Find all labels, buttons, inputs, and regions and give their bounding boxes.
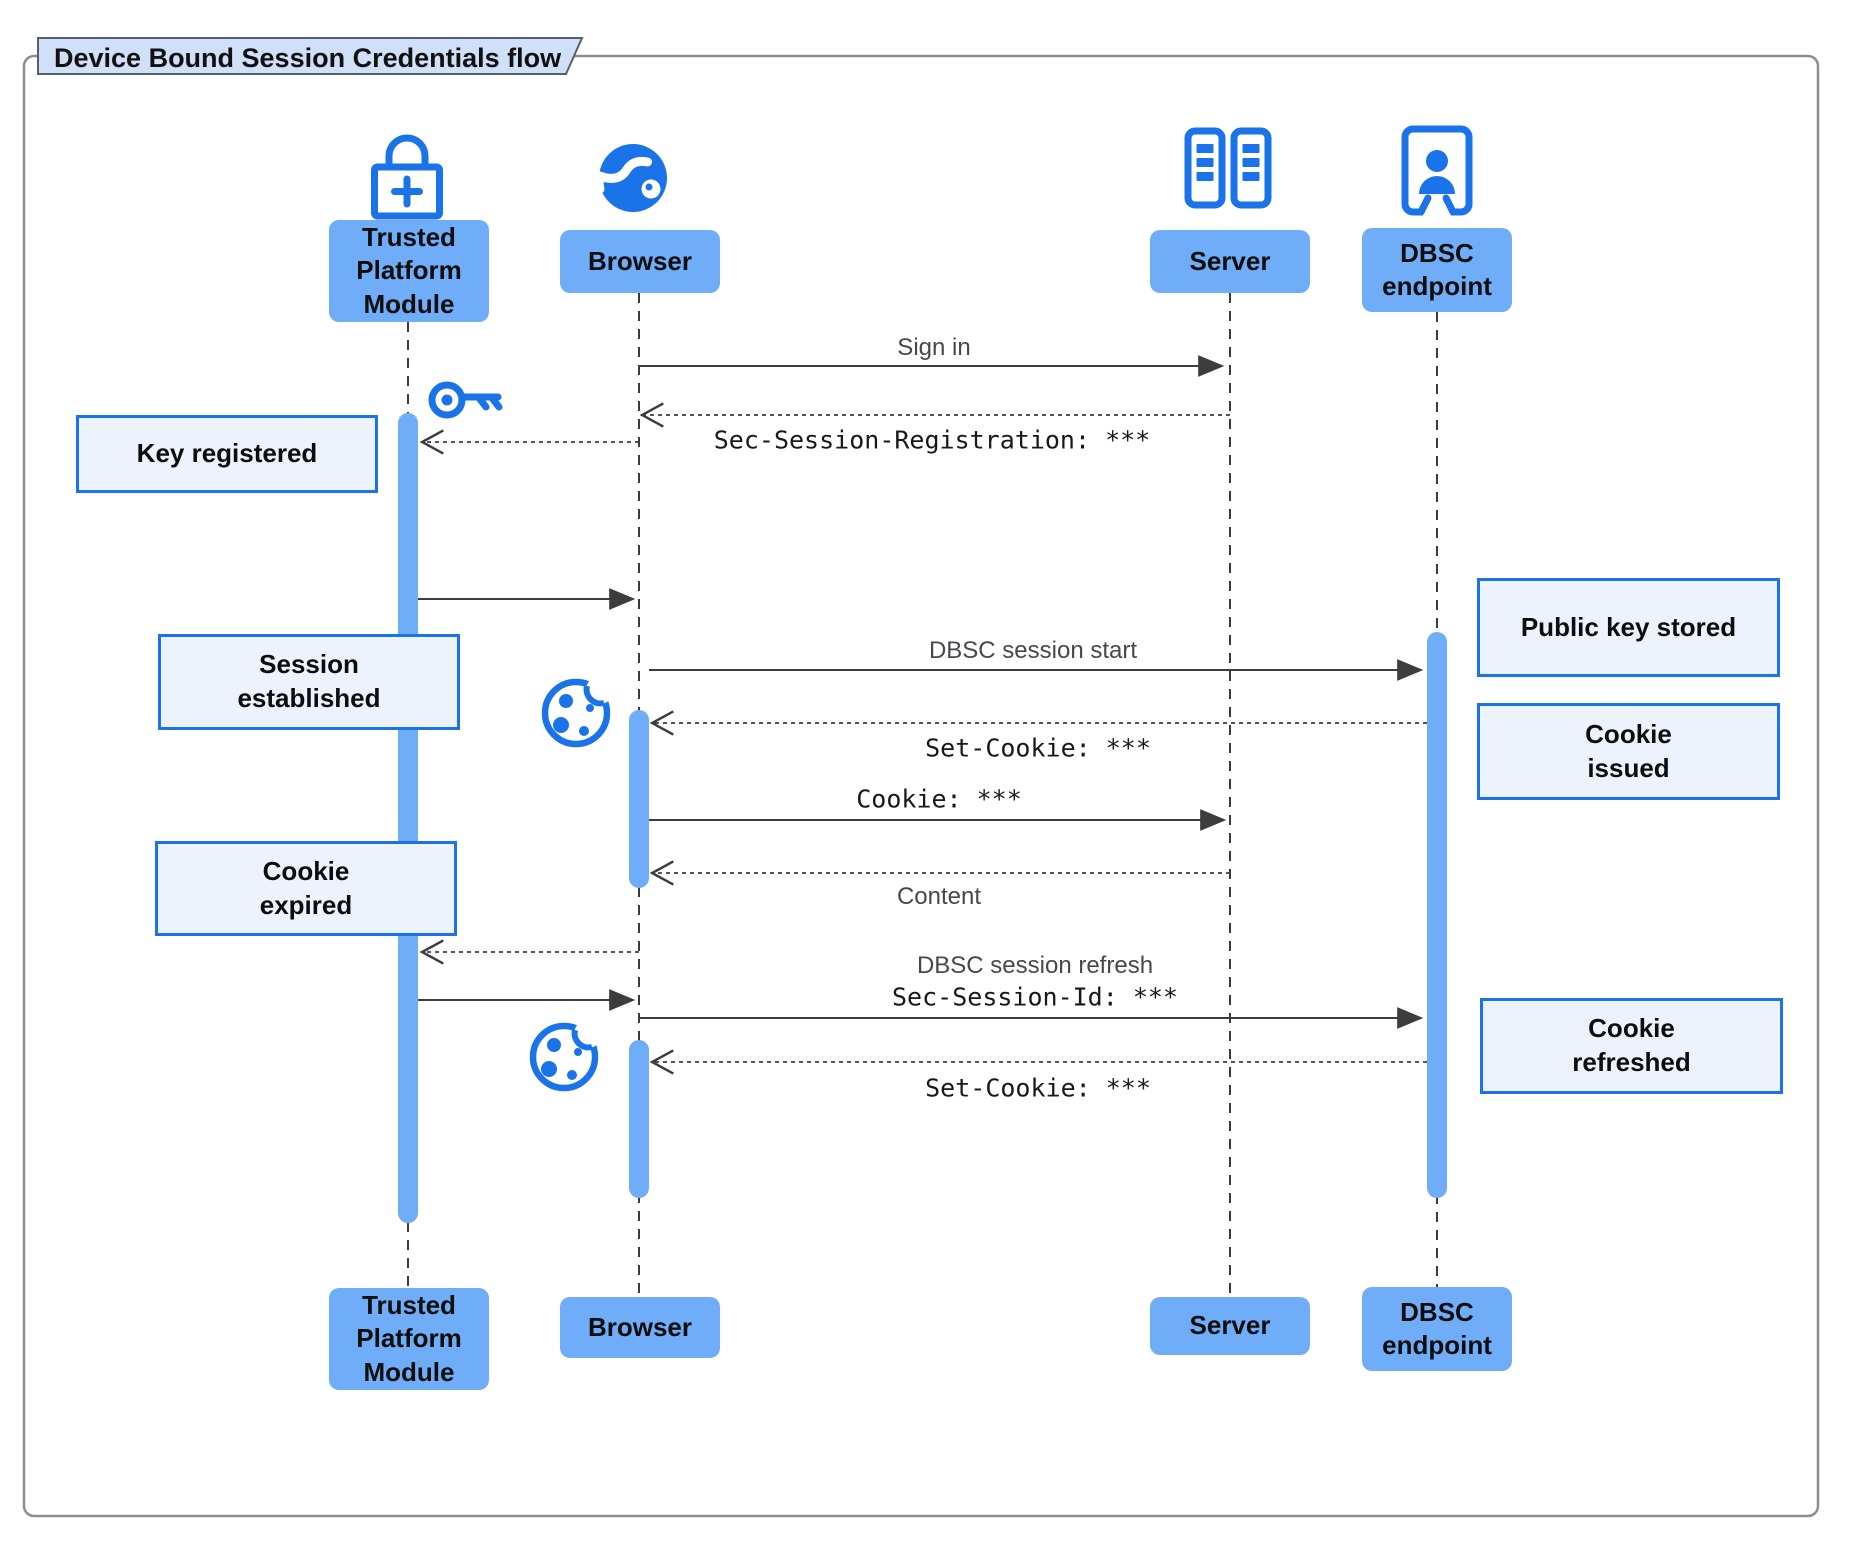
activation-bar-browser-1 [629,710,649,888]
message-sec-session-id: Sec-Session-Id: *** [892,982,1178,1012]
message-dbsc-session-refresh: DBSC session refresh [916,952,1154,979]
note-cookie-expired: Cookie expired [155,841,457,936]
note-cookie-issued: Cookie issued [1477,703,1780,800]
participant-browser-top: Browser [560,230,720,293]
diagram-title: Device Bound Session Credentials flow [54,43,562,73]
door-person-icon [1401,125,1473,217]
message-set-cookie-2: Set-Cookie: *** [925,1073,1151,1103]
cookie-icon [533,1020,602,1088]
cookie-icon [541,676,614,748]
activation-bar-tpm [398,413,418,1223]
participant-tpm-bottom: Trusted Platform Module [329,1288,489,1390]
participant-server-bottom: Server [1150,1297,1310,1355]
message-content: Content [896,883,982,910]
participant-tpm-top: Trusted Platform Module [329,220,489,322]
activation-bar-browser-2 [629,1040,649,1198]
note-key-registered: Key registered [76,415,378,493]
globe-icon [594,144,667,212]
message-cookie: Cookie: *** [856,784,1022,814]
note-cookie-refreshed: Cookie refreshed [1480,998,1783,1094]
server-rack-icon [1184,127,1272,209]
participant-browser-bottom: Browser [560,1297,720,1358]
participant-dbsc-bottom: DBSC endpoint [1362,1287,1512,1371]
diagram-border [22,54,1820,1518]
message-set-cookie-1: Set-Cookie: *** [925,733,1151,763]
lock-plus-icon [371,134,443,220]
participant-server-top: Server [1150,230,1310,293]
activation-bar-dbsc [1427,632,1447,1198]
message-sign-in: Sign in [897,334,971,361]
message-dbsc-session-start: DBSC session start [928,637,1138,664]
title-tab [37,37,584,75]
message-sec-session-registration: Sec-Session-Registration: *** [713,425,1151,455]
note-public-key-stored: Public key stored [1477,578,1780,677]
key-icon [428,381,503,419]
participant-dbsc-top: DBSC endpoint [1362,228,1512,312]
note-session-established: Session established [158,634,460,730]
